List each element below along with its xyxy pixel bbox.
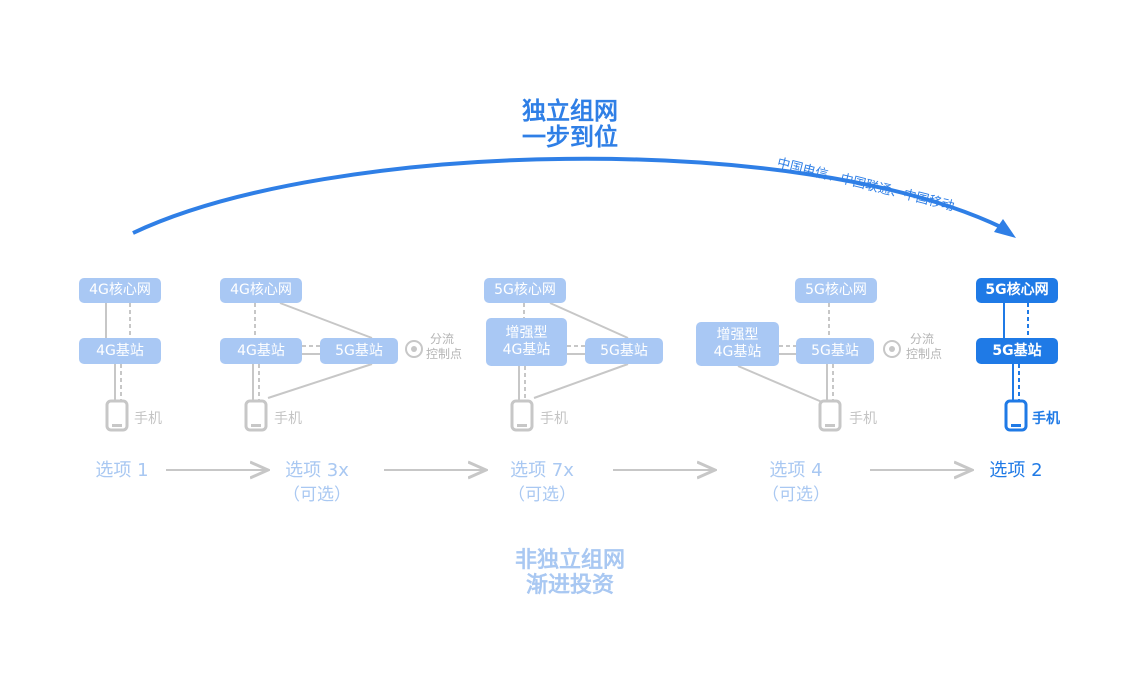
col1-links: [105, 303, 131, 400]
5g-station-box: 5G基站: [796, 338, 874, 364]
phone-icon-selected: [1004, 399, 1028, 432]
option-7x: 选项 7x （可选）: [482, 459, 602, 507]
option-3x: 选项 3x （可选）: [257, 459, 377, 507]
title-line2: 一步到位: [522, 123, 618, 151]
5g-station-box: 5G基站: [585, 338, 663, 364]
option-7x-sub: （可选）: [508, 485, 576, 505]
base-station-box-selected: 5G基站: [976, 338, 1058, 364]
progress-arc: [132, 156, 1004, 235]
phone-icon-detail: [112, 424, 835, 427]
core-network-box-selected: 5G核心网: [976, 278, 1058, 303]
split-label-2: 控制点: [906, 347, 943, 361]
base-station-box: 4G基站: [220, 338, 302, 364]
core-network-box: 5G核心网: [795, 278, 877, 303]
enhanced-4g-station-box: 增强型 4G基站: [696, 322, 779, 366]
station-bottom-label: 4G基站: [713, 344, 762, 360]
station-top-label: 增强型: [716, 327, 759, 343]
core-network-box: 4G核心网: [79, 278, 161, 303]
option-1: 选项 1: [95, 460, 149, 481]
col2-links: [252, 302, 373, 400]
split-label-1: 分流: [910, 332, 935, 346]
station-top-label: 增强型: [505, 325, 548, 341]
5g-station-box: 5G基站: [320, 338, 398, 364]
phone-icon: [105, 399, 842, 432]
core-network-box: 5G核心网: [484, 278, 566, 303]
phone-label-selected: 手机: [1032, 411, 1060, 427]
option-3x-title: 选项 3x: [285, 460, 349, 481]
col5-links: [1003, 303, 1029, 400]
phone-label: 手机: [134, 411, 162, 427]
option-4-sub: （可选）: [762, 485, 830, 505]
phone-label: 手机: [274, 411, 302, 427]
split-control-icon: [883, 340, 901, 358]
enhanced-4g-station-box: 增强型 4G基站: [486, 318, 567, 366]
col4-links: [737, 303, 834, 403]
phone-label: 手机: [849, 411, 877, 427]
footer-line2: 渐进投资: [525, 573, 614, 598]
option-4-title: 选项 4: [769, 460, 823, 481]
station-bottom-label: 4G基站: [502, 342, 551, 358]
option-3x-sub: （可选）: [283, 485, 351, 505]
split-label-1: 分流: [430, 332, 455, 346]
col3-links: [518, 302, 629, 400]
option-7x-title: 选项 7x: [510, 460, 574, 481]
split-label-2: 控制点: [426, 347, 463, 361]
phone-label: 手机: [540, 411, 568, 427]
option-2: 选项 2: [989, 460, 1043, 481]
split-control-icon: [405, 340, 423, 358]
option-4: 选项 4 （可选）: [736, 459, 856, 507]
footer-line1: 非独立组网: [514, 548, 625, 573]
arc-arrowhead: [994, 219, 1016, 238]
core-network-box: 4G核心网: [220, 278, 302, 303]
base-station-box: 4G基站: [79, 338, 161, 364]
title-line1: 独立组网: [522, 97, 618, 125]
